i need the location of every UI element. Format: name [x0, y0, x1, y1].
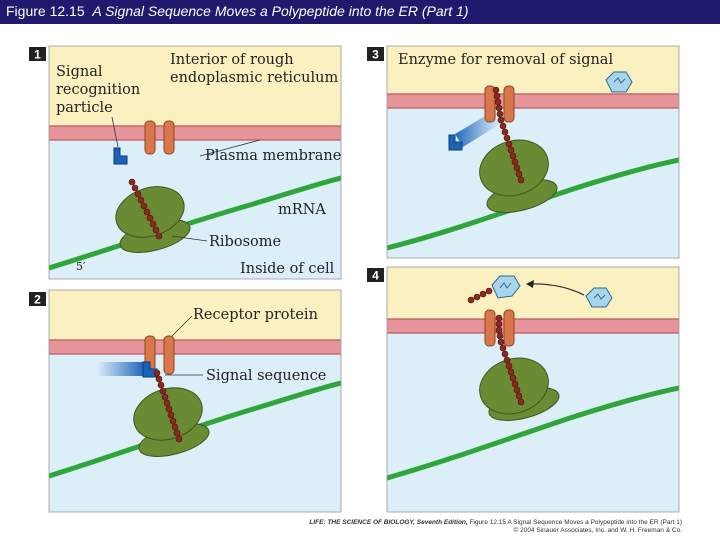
- polypeptide-chain: [153, 369, 183, 443]
- panel-number-badge: [367, 47, 384, 61]
- receptor-protein: [484, 85, 515, 123]
- panel-3: 3 Enzyme for removal of signal: [367, 45, 680, 259]
- receptor-protein: [484, 309, 515, 347]
- panel-number: 2: [34, 293, 41, 307]
- plasma-membrane: [49, 126, 341, 140]
- panel-number: 1: [34, 48, 41, 62]
- panel-1: 1 Interior of rough endoplasmic reticulu…: [29, 45, 342, 280]
- srp-label-line1: Signal: [56, 64, 103, 80]
- title-bar: Figure 12.15 A Signal Sequence Moves a P…: [0, 0, 720, 24]
- interior-label-line2: endoplasmic reticulum: [170, 70, 338, 86]
- plasma-membrane: [387, 94, 679, 108]
- signal-recognition-particle: [113, 147, 128, 165]
- polypeptide-chain: [492, 86, 525, 184]
- enzyme-label: Enzyme for removal of signal: [398, 52, 613, 68]
- arrow: [529, 283, 585, 296]
- caption-line1: LIFE: THE SCIENCE OF BIOLOGY, Seventh Ed…: [309, 519, 682, 526]
- free-enzyme: [585, 287, 613, 308]
- cleaved-signal-peptide: [467, 287, 493, 304]
- signal-peptidase-enzyme: [491, 275, 521, 299]
- panel-number-badge: [29, 292, 46, 306]
- srp-motion-streak: [97, 362, 143, 376]
- panel-2: 2 Receptor protein Signal sequence: [29, 289, 342, 513]
- mrna-label: mRNA: [278, 202, 326, 218]
- signal-sequence-label: Signal sequence: [206, 368, 326, 384]
- er-interior-region: [387, 267, 679, 319]
- signal-recognition-particle: [142, 361, 158, 378]
- source-caption: LIFE: THE SCIENCE OF BIOLOGY, Seventh Ed…: [278, 519, 682, 535]
- er-interior-region: [49, 46, 341, 126]
- figure-number: Figure 12.15: [6, 3, 85, 19]
- mrna-strand: [49, 175, 341, 271]
- panel-number: 4: [372, 269, 379, 283]
- figure-title: Figure 12.15 A Signal Sequence Moves a P…: [6, 3, 469, 19]
- figure-title-text: A Signal Sequence Moves a Polypeptide in…: [92, 3, 469, 19]
- srp-label-line2: recognition: [56, 82, 140, 98]
- er-interior-region: [49, 290, 341, 340]
- er-interior-region: [387, 46, 679, 94]
- panel-number: 3: [372, 48, 379, 62]
- five-prime-label: 5′: [76, 260, 86, 273]
- mrna-strand: [49, 380, 341, 479]
- receptor-protein-label: Receptor protein: [193, 307, 318, 323]
- plasma-membrane: [49, 340, 341, 354]
- ribosome-label: Ribosome: [209, 234, 281, 250]
- interior-label-line1: Interior of rough: [170, 52, 294, 68]
- caption-line2: © 2004 Sinauer Associates, Inc. and W. H…: [513, 527, 682, 534]
- signal-peptidase-enzyme: [605, 71, 633, 93]
- polypeptide-chain: [128, 178, 163, 240]
- polypeptide-chain: [495, 314, 525, 406]
- plasma-membrane-label: Plasma membrane: [205, 148, 341, 164]
- inside-cell-label: Inside of cell: [240, 261, 335, 277]
- panel-number-badge: [367, 268, 384, 282]
- plasma-membrane: [387, 319, 679, 333]
- mrna-strand: [387, 385, 679, 481]
- mrna-strand: [387, 157, 679, 251]
- receptor-protein: [144, 120, 175, 155]
- signal-recognition-particle: [448, 134, 463, 151]
- panel-4: 4: [367, 266, 680, 513]
- srp-label-line3: particle: [56, 100, 113, 116]
- panel-number-badge: [29, 47, 46, 61]
